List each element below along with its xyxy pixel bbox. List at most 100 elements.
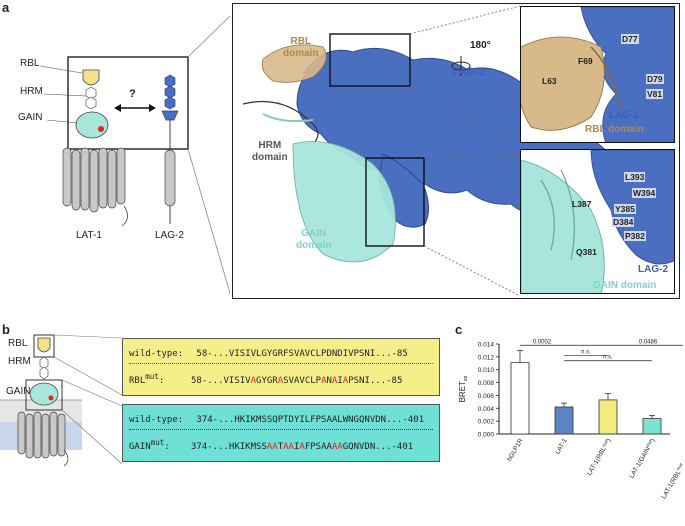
gain-mut-row: GAINmut:374-...HKIKMSSAATAAIAFPSAAAAGQNV… xyxy=(129,438,413,452)
x-tick-label-2: LAT-1(RBLmut) xyxy=(585,437,613,477)
y-tick-label-3: 0.006 xyxy=(478,393,495,400)
gain-mut-seg-7: AA xyxy=(331,442,343,452)
gain-mut-seg-0: 374-...HKIKMSS xyxy=(191,442,267,452)
schematic-lag2-label: LAG-2 xyxy=(155,230,184,241)
panel-a-schematic xyxy=(39,15,230,295)
rbl-mut-seg-9: A xyxy=(342,376,349,386)
structure-rbl-domain-label: RBL domain xyxy=(283,36,319,60)
structure-gain-domain-label: GAIN domain xyxy=(296,228,332,252)
gain-mut-seg-6: FPSAA xyxy=(304,442,332,452)
rbl-mut-seg-4: SVAVCLP xyxy=(283,376,322,386)
rbl-mut-row: RBLmut: 58-...VISIVAGYGRASVAVCLPANAIAPSNI… xyxy=(129,372,402,386)
schematic-question-mark: ? xyxy=(129,88,136,100)
zoom-box-top xyxy=(329,33,411,87)
gain-shape xyxy=(75,111,109,139)
bret-bar-chart: 0.000 0.002 0.004 0.006 0.008 0.010 0.012 0.014… xyxy=(458,339,683,500)
residue-d384: D384 xyxy=(612,217,635,227)
rbl-mut-seg-1: A xyxy=(250,376,257,386)
zoom-bottom-panel xyxy=(520,149,675,294)
y-tick-label-2: 0.004 xyxy=(478,406,495,413)
y-tick-label-7: 0.014 xyxy=(478,342,495,349)
bar-3 xyxy=(642,418,662,435)
sig-label-0: 0.0002 xyxy=(533,339,552,345)
gain-mut-seq: 374-...HKIKMSSAATAAIAFPSAAAAGQNVDN...-40… xyxy=(191,442,413,452)
rbl-mut-seq: 58-...VISIVAGYGRASVAVCLPANAIAPSNI...-85 xyxy=(191,376,402,386)
zoom-bottom-lag2-label: LAG-2 xyxy=(638,264,668,275)
rbl-mut-seg-0: 58-...VISIV xyxy=(191,376,251,386)
y-axis-label: BRETss xyxy=(458,375,469,402)
residue-p382: P382 xyxy=(624,231,646,241)
rotation-label: 180° xyxy=(470,40,491,51)
gain-mut-seg-5: A xyxy=(299,442,305,452)
gain-domain-word2: domain xyxy=(296,240,332,251)
schematic-label-hrm: HRM xyxy=(20,86,43,97)
residue-d77: D77 xyxy=(621,34,639,44)
residue-l63: L63 xyxy=(542,76,557,86)
residue-d79: D79 xyxy=(646,74,664,84)
x-tick-label-1: LAT-1 xyxy=(554,437,569,455)
panel-b-schematic xyxy=(0,334,123,467)
panel-b-label-hrm: HRM xyxy=(8,356,31,367)
structure-main-box xyxy=(232,3,680,299)
rbl-sequence-box: wild-type: 58-...VISIVLGYGRFSVAVCLPDNDIV… xyxy=(122,338,440,396)
y-tick-label-5: 0.010 xyxy=(478,367,495,374)
x-tick-label-0: hGLP1R xyxy=(506,437,525,462)
gain-mut-seg-1: AA xyxy=(266,442,278,452)
rbl-wt-row: wild-type: 58-...VISIVLGYGRFSVAVCLPDNDIV… xyxy=(129,349,408,359)
residue-q381: Q381 xyxy=(576,247,597,257)
rbl-mut-seg-10: PSNI...-85 xyxy=(348,376,403,386)
zoom-box-bottom xyxy=(365,157,425,247)
rbl-mut-label-wrap: RBLmut: xyxy=(129,372,165,386)
gain-mut-seg-3: AA xyxy=(283,442,294,452)
gain-wt-row: wild-type: 374-...HKIKMSSQPTDYILFPSAALWN… xyxy=(129,415,424,425)
lat1-tm-bundle xyxy=(62,147,126,213)
x-tick-label-4: LAT-1(RBLmut, GAINmut) xyxy=(660,437,683,500)
rbl-mut-seg-7: A xyxy=(331,376,338,386)
panel-a-letter: a xyxy=(2,0,10,15)
residue-w394: W394 xyxy=(632,188,657,198)
bar-2 xyxy=(598,399,618,435)
structure-lag2-label: LAG-2 xyxy=(452,66,485,78)
gain-wt-label: wild-type: xyxy=(129,415,184,425)
panel-b-letter: b xyxy=(2,322,10,337)
bar-0 xyxy=(510,362,530,435)
rbl-wt-label: wild-type: xyxy=(129,349,184,359)
hrm-domain-word2: domain xyxy=(252,152,288,163)
residue-v81: V81 xyxy=(646,89,664,99)
sig-label-3: 0.0486 xyxy=(639,339,658,345)
y-tick-label-1: 0.002 xyxy=(478,419,495,426)
gain-mut-seg-2: T xyxy=(277,442,284,452)
rbl-domain-word1: RBL xyxy=(290,36,312,47)
gain-mut-label: GAIN xyxy=(129,442,151,452)
hrm-domain-word1: HRM xyxy=(258,140,282,151)
structure-hrm-domain-label: HRM domain xyxy=(252,140,288,164)
rbl-mut-sup: mut xyxy=(145,372,159,381)
rbl-mut-seg-6: N xyxy=(326,376,332,386)
y-tick-label-4: 0.008 xyxy=(478,380,495,387)
zoom-top-render xyxy=(521,7,674,142)
lag2-trapezoid xyxy=(161,110,179,121)
gain-mut-label-wrap: GAINmut: xyxy=(129,438,170,452)
gain-mut-sup: mut xyxy=(150,438,165,447)
sig-label-2: n.s. xyxy=(603,355,613,361)
x-tick-label-3: LAT-1(GAINmut) xyxy=(627,437,656,480)
residue-f69: F69 xyxy=(578,56,593,66)
gain-mut-seg-4: I xyxy=(293,442,300,452)
zoom-top-lag2-label: LAG-2 xyxy=(609,110,639,121)
residue-l393: L393 xyxy=(624,172,646,182)
rbl-domain-word2: domain xyxy=(283,48,319,59)
residue-y385: Y385 xyxy=(614,204,636,214)
rbl-mut-label: RBL xyxy=(129,376,146,386)
rbl-shape xyxy=(82,69,100,86)
lag2-tm xyxy=(164,149,176,207)
schematic-lat1-label: LAT-1 xyxy=(76,230,102,241)
gain-domain-word1: GAIN xyxy=(301,228,327,239)
rbl-mut-seg-5: A xyxy=(321,376,327,386)
rbl-mut-seg-8: I xyxy=(337,376,343,386)
sig-label-1: n.s. xyxy=(581,350,591,356)
y-tick-label-6: 0.012 xyxy=(478,354,495,361)
y-tick-label-0: 0.000 xyxy=(478,432,495,439)
rbl-wt-seq: 58-...VISIVLGYGRFSVAVCLPDNDIVPSNI...-85 xyxy=(196,349,408,359)
schematic-box xyxy=(67,56,189,150)
rbl-mut-seg-3: A xyxy=(277,376,284,386)
